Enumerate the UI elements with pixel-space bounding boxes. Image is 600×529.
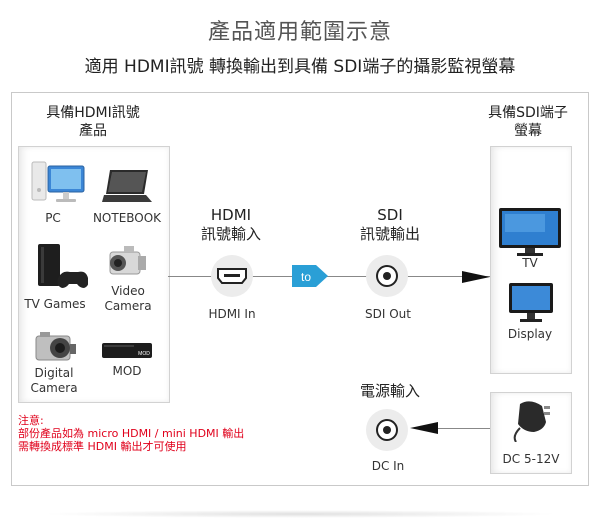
right-panel-header: 具備SDI端子 螢幕 xyxy=(478,104,578,140)
power-line xyxy=(418,428,490,429)
sdi-out-title: SDI 訊號輸出 xyxy=(340,206,440,244)
sdi-out-title-line2: 訊號輸出 xyxy=(359,225,420,243)
hdmi-in-label: HDMI In xyxy=(208,307,256,321)
page-subtitle: 適用 HDMI訊號 轉換輸出到具備 SDI端子的攝影監視螢幕 xyxy=(84,57,516,77)
digital-camera-label: Digital Camera xyxy=(24,366,84,396)
mod-label: MOD xyxy=(112,364,142,378)
hdmi-port-icon xyxy=(217,268,247,284)
video-camera-label-line1: Video xyxy=(111,284,145,298)
sdi-port-icon xyxy=(376,265,398,287)
tv-games-label: TV Games xyxy=(24,297,86,311)
tv-icon xyxy=(499,208,561,256)
signal-line xyxy=(168,276,490,277)
sdi-out-title-line1: SDI xyxy=(377,206,403,224)
display-label: Display xyxy=(507,327,553,341)
left-panel-header-line1: 具備HDMI訊號 xyxy=(46,105,140,121)
notebook-icon xyxy=(102,170,152,202)
arrow-left-icon xyxy=(410,422,438,434)
dc-in-label: DC In xyxy=(371,459,405,473)
digital-camera-label-line2: Camera xyxy=(30,381,78,395)
game-console-icon xyxy=(38,244,88,288)
note-line1: 注意: xyxy=(18,414,44,427)
tv-label: TV xyxy=(522,256,538,270)
video-camera-icon xyxy=(109,246,146,275)
digital-camera-icon xyxy=(35,332,76,361)
right-panel-header-line2: 螢幕 xyxy=(514,123,542,139)
note-line2: 部份產品如為 micro HDMI / mini HDMI 輸出 xyxy=(18,427,245,440)
sdi-out-label: SDI Out xyxy=(365,307,411,321)
power-adapter-icon xyxy=(513,401,550,442)
mod-badge: MOD xyxy=(138,351,150,357)
notebook-label: NOTEBOOK xyxy=(92,211,162,225)
video-camera-label: Video Camera xyxy=(100,284,156,314)
hdmi-in-title: HDMI 訊號輸入 xyxy=(186,206,276,244)
power-title: 電源輸入 xyxy=(359,382,420,400)
display-icon xyxy=(509,283,553,322)
note-block: 注意: 部份產品如為 micro HDMI / mini HDMI 輸出 需轉換… xyxy=(18,414,278,453)
digital-camera-label-line1: Digital xyxy=(34,366,74,380)
left-panel-header: 具備HDMI訊號 產品 xyxy=(18,104,168,140)
pc-label: PC xyxy=(45,211,61,225)
left-panel-header-line2: 產品 xyxy=(79,123,107,139)
hdmi-in-title-line1: HDMI xyxy=(210,206,252,224)
bottom-shadow xyxy=(40,510,560,518)
display-devices-panel xyxy=(490,146,572,374)
adapter-label: DC 5-12V xyxy=(502,452,560,466)
video-camera-label-line2: Camera xyxy=(104,299,152,313)
hdmi-in-title-line2: 訊號輸入 xyxy=(200,225,261,243)
to-badge-label: to xyxy=(301,270,311,284)
right-panel-header-line1: 具備SDI端子 xyxy=(488,105,568,121)
dc-port-icon xyxy=(376,419,398,441)
page-title: 產品適用範圍示意 xyxy=(207,20,392,45)
to-arrow-icon: to xyxy=(292,265,328,287)
note-line3: 需轉換成標準 HDMI 輸出才可使用 xyxy=(18,440,187,453)
mod-box-icon: MOD xyxy=(102,343,152,358)
pc-icon xyxy=(31,161,85,202)
arrow-right-icon xyxy=(462,271,490,283)
